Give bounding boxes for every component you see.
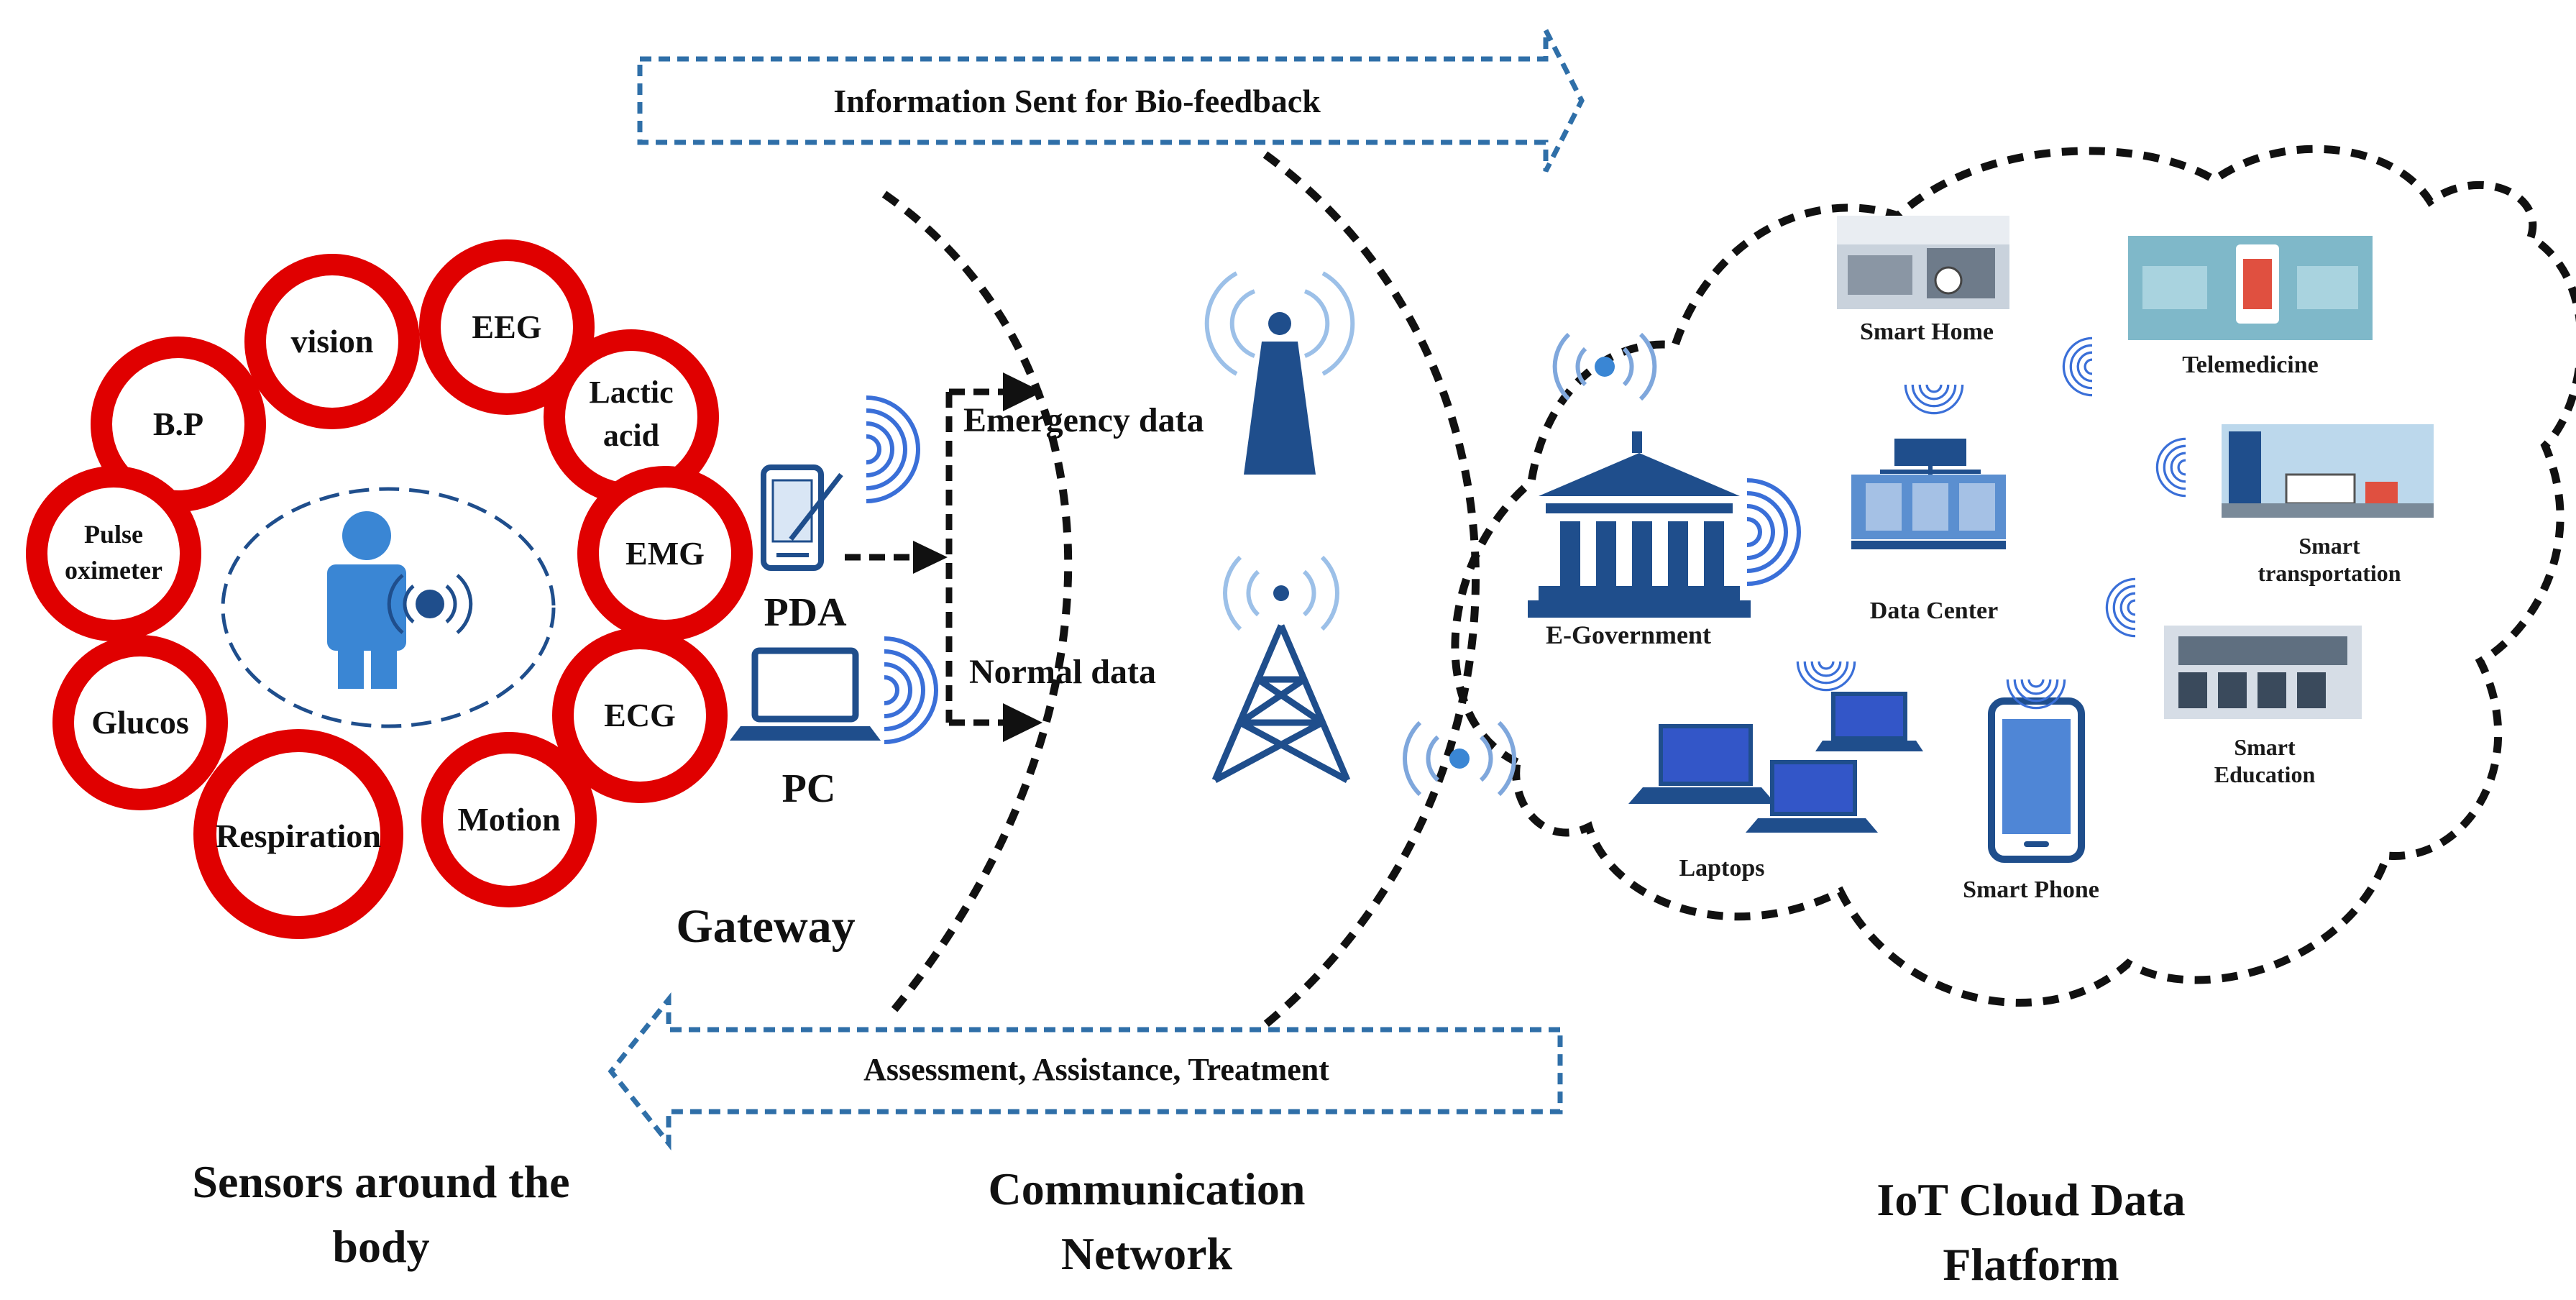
sensor-label: oximeter: [65, 556, 162, 585]
section-title-communication: Communication: [989, 1163, 1306, 1214]
smart-education-label: Smart: [2234, 734, 2296, 760]
smart-transportation-image: [2222, 424, 2434, 518]
telemedicine-label: Telemedicine: [2182, 352, 2319, 378]
bottom-arrow: Assessment, Assistance, Treatment: [608, 992, 1563, 1150]
smart-education-label: Education: [2214, 761, 2316, 787]
telemedicine-signal-icon: [2062, 337, 2094, 397]
laptops-signal-icon: [1796, 660, 1856, 692]
sensor-label: EEG: [472, 308, 541, 345]
sensor-ring-bp: B.P: [91, 337, 266, 512]
cell-tower-icon: [1211, 555, 1351, 783]
sensor-label: Respiration: [216, 818, 381, 854]
education-signal-icon: [2105, 577, 2137, 638]
sensor-ring-pulse-oximeter: Pulse oximeter: [26, 466, 201, 641]
pc-signal-icon: [884, 638, 936, 742]
section-title-sensors: body: [332, 1221, 429, 1272]
pda-icon: [761, 464, 843, 571]
pda-label: PDA: [764, 590, 847, 635]
top-arrow-label: Information Sent for Bio-feedback: [833, 83, 1321, 119]
e-gov-signal-icon: [1747, 480, 1799, 584]
signal-dot: [1449, 749, 1470, 769]
smart-home-image: [1837, 216, 2009, 309]
emergency-data-label: Emergency data: [963, 401, 1204, 439]
sensor-label: Glucos: [91, 704, 188, 741]
section-title-sensors: Sensors around the: [192, 1156, 569, 1207]
arrow-head: [913, 541, 948, 574]
pda-signal-icon: [866, 398, 918, 501]
smart-transportation-label: Smart: [2298, 533, 2360, 559]
pc-label: PC: [782, 766, 836, 811]
e-government-label: E-Government: [1546, 621, 1711, 649]
sensor-ring-ecg: ECG: [552, 628, 728, 803]
section-title-cloud: Flatform: [1943, 1239, 2119, 1290]
section-title-cloud: IoT Cloud Data: [1876, 1174, 2185, 1225]
smart-phone-label: Smart Phone: [1963, 876, 2099, 903]
data-center-label: Data Center: [1870, 598, 1998, 624]
sensor-label: vision: [290, 323, 373, 360]
transport-signal-icon: [2155, 437, 2187, 498]
cloud-signal-icon: [1402, 720, 1517, 797]
smartphone-icon: [1988, 697, 2085, 863]
antenna-tower-icon: [1204, 271, 1355, 475]
sensor-label: Motion: [457, 801, 560, 838]
sensor-ring-motion: Motion: [421, 732, 597, 907]
sensor-ring-respiration: Respiration: [193, 729, 403, 939]
sensor-label: Pulse: [84, 520, 143, 549]
laptops-icon: [1628, 692, 1923, 833]
bluetooth-icon: [387, 574, 473, 634]
body-zone: [221, 487, 556, 728]
routing-arrows: [845, 388, 1007, 726]
government-building-icon: [1528, 431, 1751, 618]
top-arrow: Information Sent for Bio-feedback: [637, 29, 1585, 173]
sensor-ring-vision: vision: [244, 254, 420, 429]
bottom-arrow-label: Assessment, Assistance, Treatment: [863, 1052, 1329, 1087]
pc-icon: [730, 647, 881, 741]
laptops-label: Laptops: [1679, 855, 1764, 882]
sensor-label: EMG: [625, 535, 705, 572]
sensor-ring-glucos: Glucos: [52, 635, 228, 810]
sensor-label: acid: [603, 418, 659, 453]
sensor-ring-emg: EMG: [577, 466, 753, 641]
arrow-head: [1003, 372, 1042, 411]
sensor-label: B.P: [153, 406, 203, 442]
arrow-head: [1003, 703, 1042, 742]
smart-home-label: Smart Home: [1860, 319, 1994, 345]
sensor-label: ECG: [604, 697, 676, 733]
gateway-boundary-left: [881, 191, 1073, 1020]
person-icon: [327, 511, 406, 689]
sensor-ring-eeg: EEG: [419, 239, 595, 415]
smart-transportation-label: transportation: [2258, 560, 2401, 586]
sensor-label: Lactic: [589, 375, 673, 410]
smart-education-image: [2164, 626, 2362, 719]
e-gov-top-signal-icon: [1552, 332, 1657, 401]
signal-dot: [1595, 357, 1615, 377]
section-title-communication: Network: [1061, 1228, 1233, 1279]
smart-home-signal-icon: [1904, 383, 1964, 415]
gateway-label: Gateway: [676, 900, 855, 953]
gateway-boundary-right: [1262, 151, 1480, 1028]
normal-data-label: Normal data: [969, 653, 1156, 691]
telemedicine-image: [2128, 236, 2373, 340]
cloud-boundary: [1451, 145, 2576, 1007]
sensor-ring-lactic-acid: Lactic acid: [544, 329, 719, 505]
data-center-icon: [1851, 439, 2006, 549]
